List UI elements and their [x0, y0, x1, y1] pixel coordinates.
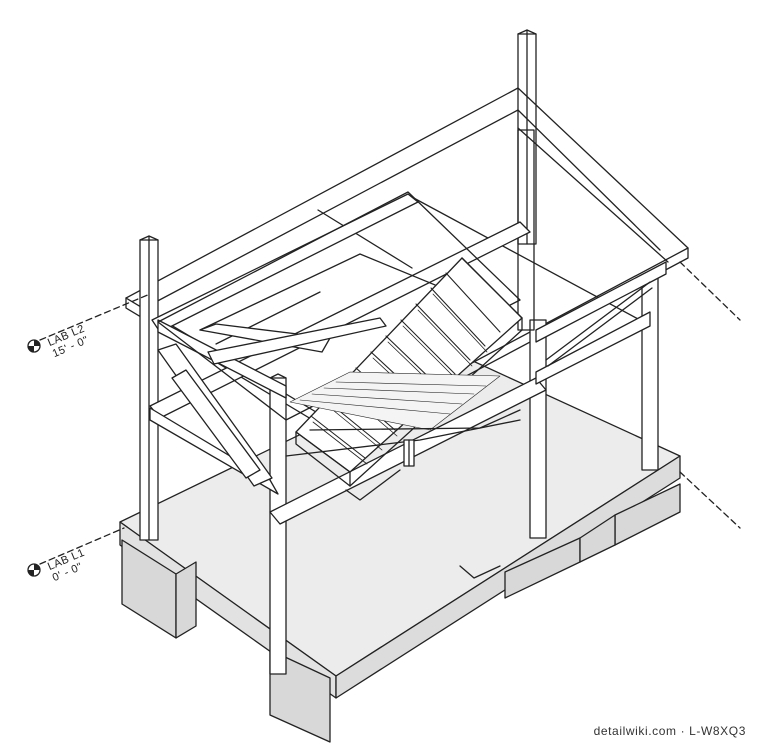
diagonal-brace-left [157, 343, 273, 487]
level-marker-l1 [27, 527, 125, 577]
source-credit: detailwiki.com · L-W8XQ3 [593, 724, 746, 738]
column-back-right [517, 29, 537, 245]
stair-treads [310, 272, 501, 459]
column-front-center [269, 373, 287, 675]
diagonal-brace-right [545, 281, 653, 367]
underside-frame [285, 409, 521, 501]
column-front-left [139, 235, 159, 541]
diagonal-brace-upper [199, 317, 387, 365]
beam-right-upper [535, 261, 667, 385]
slab-step-notch [459, 565, 501, 579]
grid-reference-line [679, 261, 741, 529]
stair-flight [295, 257, 523, 487]
hanger-post [403, 439, 415, 467]
lower-landing-grating [289, 371, 501, 431]
level-marker-l2 [27, 293, 151, 353]
